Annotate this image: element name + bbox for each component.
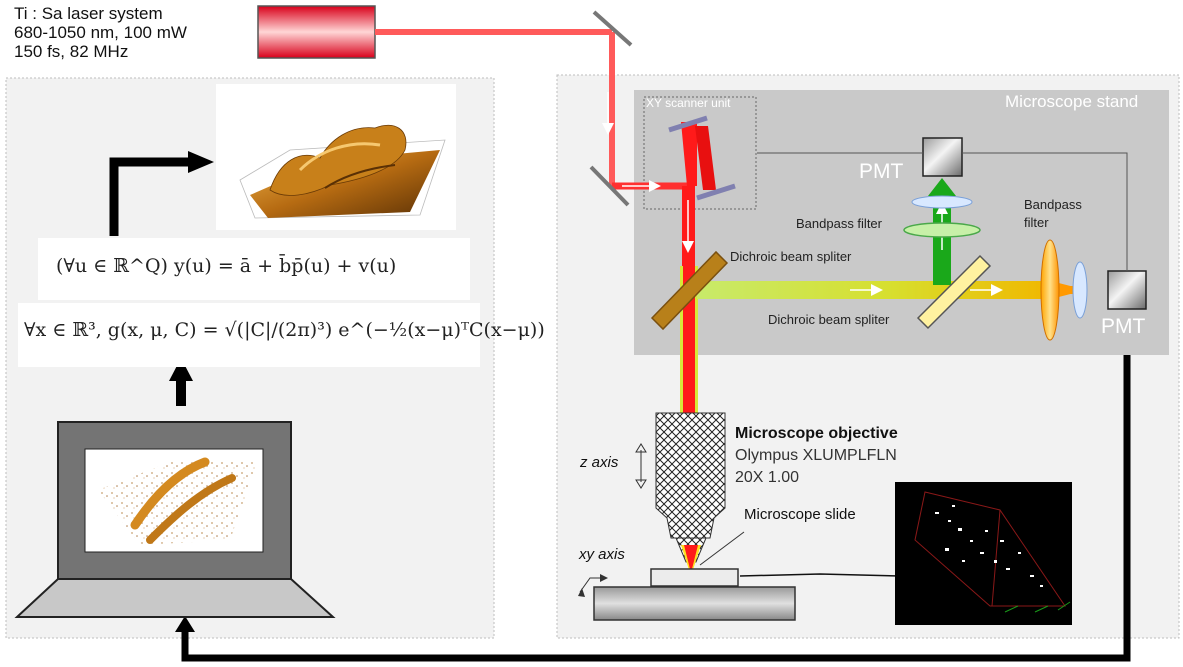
bandpass-filter-2-label-line1: Bandpass	[1024, 197, 1082, 212]
microscope-stand	[634, 90, 1169, 355]
z-axis-arrow	[635, 443, 647, 489]
microscope-objective	[655, 412, 726, 576]
laser-source	[257, 5, 376, 59]
objective-title: Microscope objective	[735, 425, 898, 442]
bandpass-filter-1-label: Bandpass filter	[796, 216, 882, 231]
surface-render	[216, 84, 456, 230]
emission-beam	[697, 280, 1086, 300]
model-formula: (∀u ∈ ℝ^Q) y(u) = ā + b̄p̄(u) + v(u)	[56, 255, 397, 277]
gaussian-formula-box	[18, 303, 480, 367]
slide-pointer	[699, 531, 745, 566]
model-formula-box	[38, 238, 470, 300]
xy-axis-arrow	[578, 574, 608, 597]
volume-image	[895, 482, 1072, 625]
bandpass-filter-orange	[1040, 239, 1060, 341]
laser-beam	[375, 29, 690, 192]
dichroic-splitter-2-label: Dichroic beam spliter	[768, 312, 890, 327]
data-cable	[181, 355, 1131, 662]
signal-cables	[757, 152, 1128, 271]
xy-axis-label: xy axis	[579, 546, 625, 563]
scanner-beams	[668, 115, 736, 266]
laser-spec-line-1: Ti : Sa laser system	[14, 4, 163, 23]
pmt-top-box	[922, 137, 963, 177]
pmt-right-label: PMT	[1101, 315, 1146, 338]
xy-scanner-unit	[643, 96, 757, 210]
mirror-top	[592, 10, 633, 47]
objective-spec: 20X 1.00	[735, 469, 800, 486]
mirror-left	[589, 165, 630, 207]
bandpass-filter-green-2	[903, 222, 981, 238]
microscope-stand-label: Microscope stand	[1005, 92, 1139, 111]
dichroic-splitter-2	[916, 254, 992, 330]
bandpass-filter-green-1	[911, 195, 973, 209]
flow-arrow-corner	[109, 151, 214, 236]
pmt-top-label: PMT	[859, 160, 904, 183]
laser-spec-line-3: 150 fs, 82 MHz	[14, 42, 129, 61]
z-axis-label: z axis	[580, 454, 619, 471]
objective-model: Olympus XLUMPLFLN	[735, 447, 897, 464]
laser-spec-line-2: 680-1050 nm, 100 mW	[14, 23, 187, 42]
bandpass-filter-blue	[1072, 261, 1088, 319]
bandpass-filter-2-label-line2: filter	[1024, 215, 1049, 230]
pmt-right-box	[1107, 270, 1147, 310]
laser-spec-text: Ti : Sa laser system 680-1050 nm, 100 mW…	[14, 4, 187, 61]
flow-arrow-up	[169, 358, 193, 406]
microscope-slide	[650, 568, 739, 587]
microscope-stage	[593, 586, 796, 621]
dichroic-splitter-1-label: Dichroic beam spliter	[730, 249, 852, 264]
gaussian-formula: ∀x ∈ ℝ³, g(x, μ, C) = √(|C|/(2π)³) e^(−½…	[24, 319, 545, 341]
laptop-screen-image	[98, 457, 258, 545]
xy-scanner-label: XY scanner unit	[646, 96, 731, 110]
dichroic-splitter-1	[650, 250, 729, 331]
image-connector	[739, 573, 901, 577]
microscope-slide-label: Microscope slide	[744, 506, 856, 523]
data-cable-arrowhead	[175, 616, 195, 632]
